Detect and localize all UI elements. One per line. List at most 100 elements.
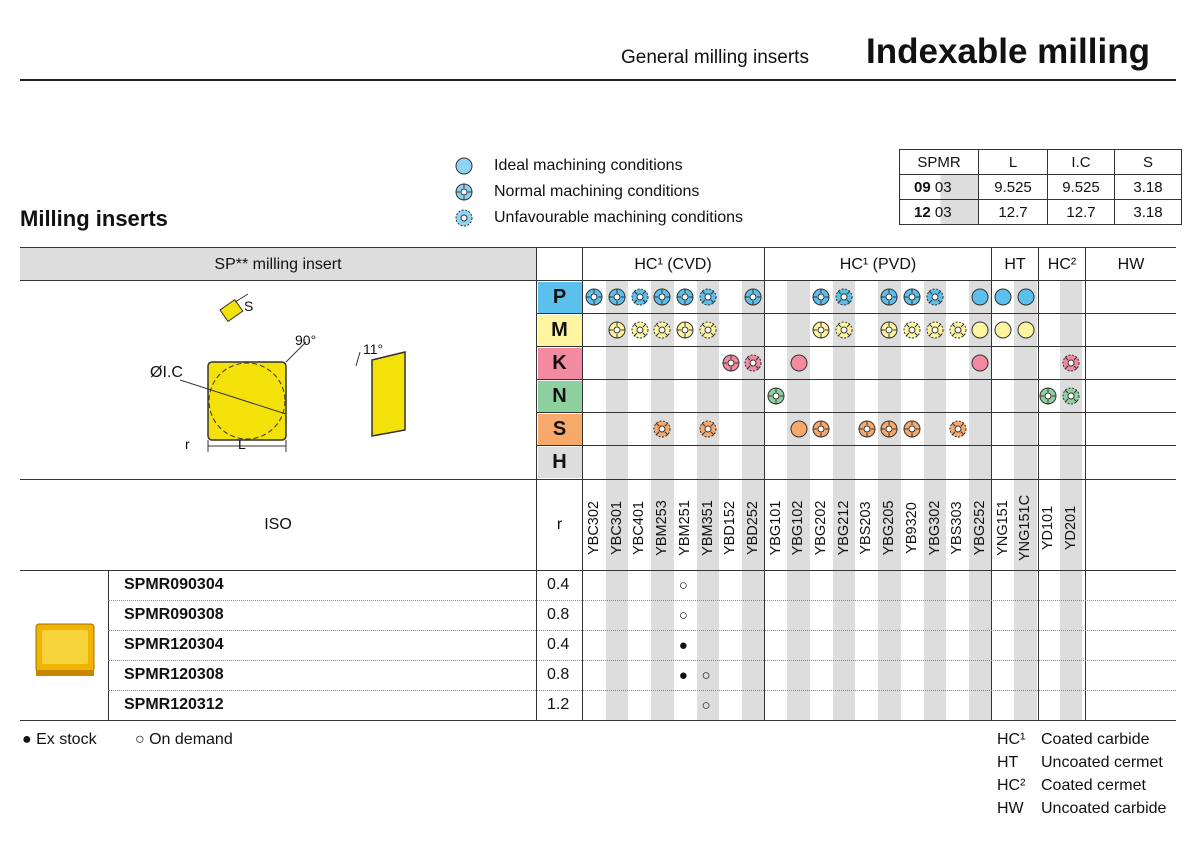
dim-l-cell: 9.525 bbox=[978, 174, 1048, 200]
material-swatch bbox=[538, 381, 582, 412]
grade-label-text: YNG151C bbox=[1017, 494, 1034, 562]
grid-line bbox=[537, 445, 1176, 446]
grade-label-text: YBG252 bbox=[971, 500, 988, 556]
normal-flower-icon bbox=[812, 288, 830, 306]
grade-label-text: YBM251 bbox=[676, 500, 693, 556]
ideal-circle-icon bbox=[971, 354, 989, 372]
dim-header-l: L bbox=[978, 149, 1048, 175]
grade-label-text: YBG205 bbox=[881, 500, 898, 556]
dim-size-cell: 09 03 bbox=[899, 174, 979, 200]
normal-flower-icon bbox=[722, 354, 740, 372]
normal-flower-icon bbox=[608, 288, 626, 306]
grade-label-text: YBG302 bbox=[926, 500, 943, 556]
grade-label: YBM251 bbox=[674, 488, 696, 568]
page-subtitle: General milling inserts bbox=[621, 47, 809, 68]
grade-label: YBG101 bbox=[765, 488, 787, 568]
row-separator bbox=[108, 660, 1176, 661]
normal-flower-icon bbox=[676, 321, 694, 339]
grade-label: YBG252 bbox=[969, 488, 991, 568]
section-title: Milling inserts bbox=[20, 206, 168, 231]
group-hc1-cvd: HC¹ (CVD) bbox=[634, 256, 712, 273]
grade-stripe bbox=[787, 281, 810, 720]
grade-label: YBS203 bbox=[855, 488, 877, 568]
grade-label-text: YBG202 bbox=[813, 500, 829, 556]
material-p: P bbox=[552, 286, 567, 308]
unfavourable-gear-icon bbox=[835, 321, 853, 339]
dim-header-spmr: SPMR bbox=[899, 149, 979, 175]
product-code: SPMR120304 bbox=[124, 636, 224, 653]
product-code: SPMR120312 bbox=[124, 696, 224, 713]
unfavourable-gear-icon bbox=[455, 209, 473, 227]
group-hw: HW bbox=[1117, 256, 1145, 273]
normal-flower-icon bbox=[880, 288, 898, 306]
grade-label-text: YD201 bbox=[1062, 505, 1079, 551]
grade-label: YBM351 bbox=[697, 488, 719, 568]
normal-flower-icon bbox=[455, 183, 473, 201]
grade-label: YBC302 bbox=[583, 488, 605, 568]
grade-label-text: YBS303 bbox=[949, 501, 966, 555]
diagram-label-l: L bbox=[238, 436, 246, 452]
normal-flower-icon bbox=[812, 420, 830, 438]
grade-stripe bbox=[741, 281, 765, 720]
normal-flower-icon bbox=[812, 321, 830, 339]
insert-image bbox=[35, 623, 95, 676]
product-code: SPMR120308 bbox=[124, 666, 224, 683]
diagram-label-s: S bbox=[244, 298, 254, 314]
unfavourable-gear-icon bbox=[699, 288, 717, 306]
grade-label: YBG212 bbox=[833, 488, 855, 568]
grid-line bbox=[536, 247, 537, 720]
grid-line bbox=[764, 247, 765, 720]
grid-line bbox=[20, 247, 1176, 248]
group-ht: HT bbox=[1004, 256, 1026, 273]
iso-label: ISO bbox=[264, 516, 292, 533]
insert-header-band bbox=[20, 248, 536, 280]
grade-label-text: YBC302 bbox=[586, 500, 602, 556]
diagram-label-ic: ØI.C bbox=[150, 364, 183, 381]
grid-line bbox=[1085, 247, 1086, 720]
product-r-value: 0.8 bbox=[547, 606, 570, 623]
normal-flower-icon bbox=[585, 288, 603, 306]
row-separator bbox=[108, 690, 1176, 691]
grade-label-text: YBS203 bbox=[858, 501, 875, 555]
grade-label: YNG151 bbox=[992, 488, 1014, 568]
dim-ic-cell: 9.525 bbox=[1047, 174, 1115, 200]
product-r-value: 0.4 bbox=[547, 576, 570, 593]
grid-line bbox=[108, 570, 109, 720]
ideal-circle-icon bbox=[971, 321, 989, 339]
unfavourable-gear-icon bbox=[926, 321, 944, 339]
unfavourable-gear-icon bbox=[653, 420, 671, 438]
product-r-value: 1.2 bbox=[547, 696, 570, 713]
material-h: H bbox=[552, 451, 567, 473]
material-swatch bbox=[538, 348, 582, 379]
product-code: SPMR090304 bbox=[124, 576, 224, 593]
product-r-value: 0.8 bbox=[547, 666, 570, 683]
dim-l-cell: 12.7 bbox=[978, 199, 1048, 225]
grade-label-text: YBC301 bbox=[608, 500, 625, 556]
grid-line bbox=[20, 570, 1176, 571]
ideal-circle-icon bbox=[994, 288, 1012, 306]
insert-diagram bbox=[179, 293, 406, 452]
unfavourable-gear-icon bbox=[1062, 387, 1080, 405]
grade-stripe bbox=[923, 281, 947, 720]
normal-flower-icon bbox=[676, 288, 694, 306]
product-code: SPMR090308 bbox=[124, 606, 224, 623]
grade-label: YBS303 bbox=[946, 488, 968, 568]
ideal-circle-icon bbox=[971, 288, 989, 306]
grade-stripe bbox=[968, 281, 992, 720]
row-separator bbox=[108, 630, 1176, 631]
ideal-circle-icon bbox=[455, 157, 473, 175]
r-label: r bbox=[556, 516, 563, 533]
unfavourable-gear-icon bbox=[631, 288, 649, 306]
grid-line bbox=[20, 720, 1176, 721]
grade-label: YBD252 bbox=[742, 488, 764, 568]
dim-s-cell: 3.18 bbox=[1114, 199, 1182, 225]
on-demand-mark: ○ bbox=[678, 577, 688, 594]
grade-label: YNG151C bbox=[1014, 488, 1036, 568]
dimensions-table: SPMR L I.C S 09 03 9.525 9.525 3.18 12 0… bbox=[899, 149, 1182, 225]
unfavourable-gear-icon bbox=[631, 321, 649, 339]
unfavourable-gear-icon bbox=[949, 420, 967, 438]
grid-line bbox=[537, 313, 1176, 314]
grade-stripe bbox=[605, 281, 629, 720]
grade-label: YBG202 bbox=[810, 488, 832, 568]
